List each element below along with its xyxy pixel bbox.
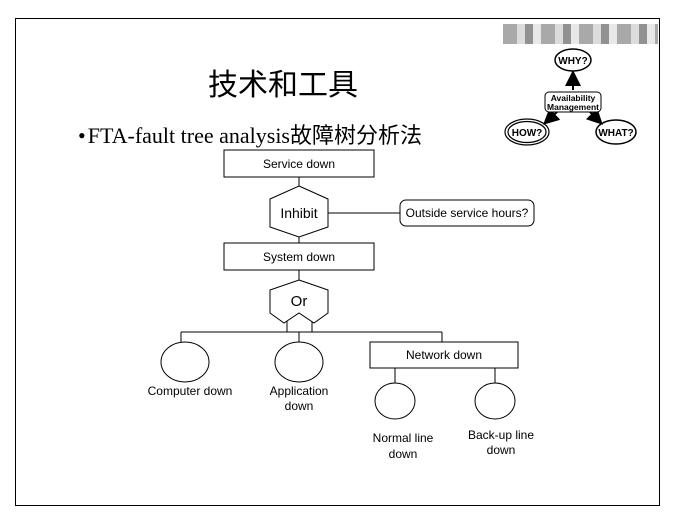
application-down-label-1: Application: [270, 384, 329, 398]
bullet-item: •FTA-fault tree analysis故障树分析法: [78, 118, 422, 150]
why-label: WHY?: [558, 56, 587, 67]
arrow-to-what: [585, 107, 603, 125]
or-gate-label: Or: [291, 293, 308, 310]
slide-title: 技术和工具: [208, 68, 358, 103]
service-down-box: [223, 149, 375, 178]
application-down-event: [274, 341, 324, 383]
inhibit-condition-label: Outside service hours?: [406, 206, 529, 220]
inhibit-condition-box: [399, 199, 535, 227]
arrow-to-how: [543, 108, 561, 125]
network-down-label: Network down: [406, 348, 482, 362]
what-label: WHAT?: [598, 128, 633, 139]
network-down-box: [369, 341, 519, 369]
inhibit-gate-label: Inhibit: [280, 205, 317, 221]
center-label-line2: Management: [547, 102, 599, 112]
backup-line-down-event: [474, 382, 516, 420]
computer-down-label: Computer down: [148, 384, 233, 398]
system-down-box: [223, 242, 375, 271]
inhibit-gate: [269, 185, 329, 238]
what-node: [595, 119, 637, 145]
availability-badge: WHY? HOW? WHAT? Availability Management: [504, 48, 637, 146]
how-node: [504, 118, 550, 146]
how-label: HOW?: [512, 128, 543, 139]
system-down-label: System down: [263, 250, 335, 264]
service-down-label: Service down: [263, 157, 335, 171]
center-label-box: [544, 91, 602, 113]
normal-line-down-label-1: Normal line: [373, 431, 434, 445]
center-label-line1: Availability: [551, 93, 596, 103]
backup-line-down-label-1: Back-up line: [468, 428, 534, 442]
blurred-logo: [503, 24, 658, 44]
bullet-marker: •: [78, 123, 86, 148]
bullet-text: FTA-fault tree analysis故障树分析法: [87, 123, 422, 148]
normal-line-down-event: [374, 382, 416, 420]
application-down-label-2: down: [285, 399, 314, 413]
backup-line-down-label-2: down: [487, 443, 516, 457]
computer-down-event: [160, 341, 210, 383]
normal-line-down-label-2: down: [389, 447, 418, 461]
or-gate: [269, 279, 329, 324]
how-node-inner: [507, 120, 547, 144]
